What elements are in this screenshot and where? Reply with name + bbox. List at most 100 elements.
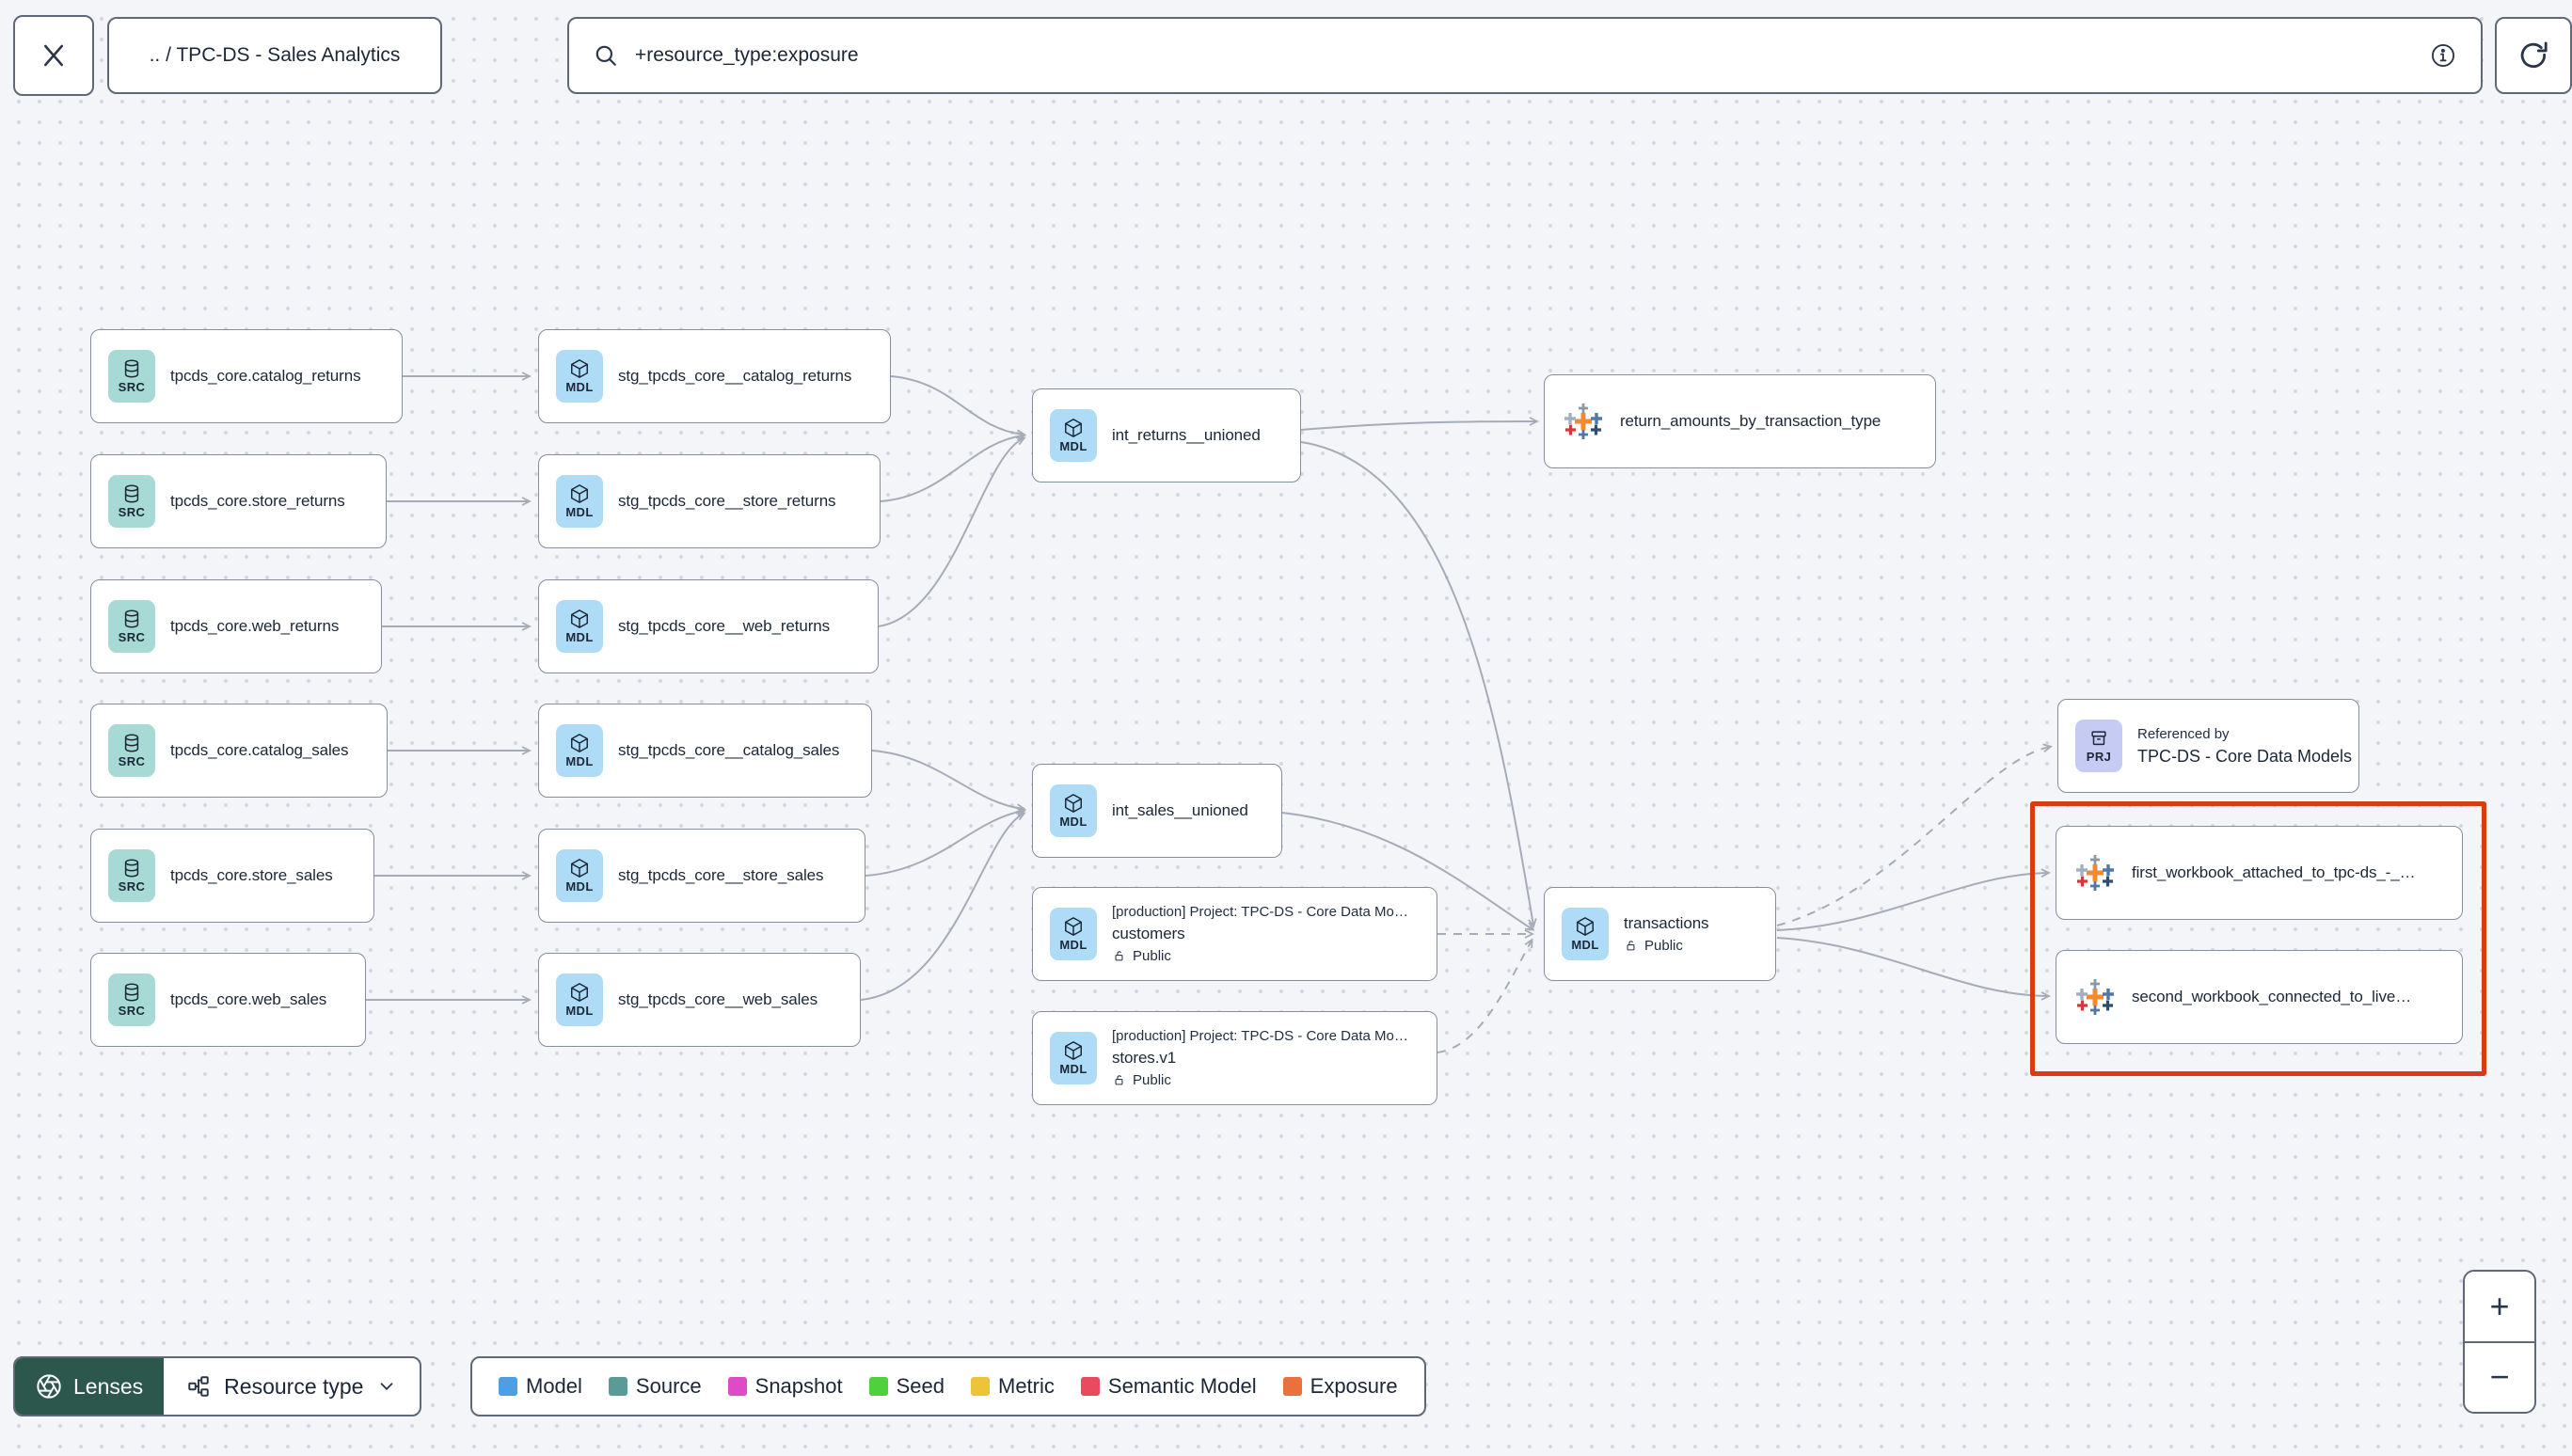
source-badge: SRC — [108, 350, 155, 403]
lock-open-icon — [1115, 951, 1123, 961]
cube-icon — [571, 609, 588, 629]
project-badge: PRJ — [2075, 720, 2122, 772]
cube-icon — [1065, 916, 1082, 937]
close-button[interactable] — [13, 15, 94, 96]
lens-controls: Lenses Resource type — [13, 1356, 422, 1416]
referenced-by-label: Referenced by — [2137, 725, 2230, 742]
database-icon — [124, 484, 139, 503]
node-exposure-second-workbook[interactable]: second_workbook_connected_to_live… — [2056, 950, 2463, 1044]
archive-icon — [2091, 731, 2106, 746]
chevron-down-icon — [381, 1383, 393, 1391]
node-model-stg-catalog-returns[interactable]: MDL stg_tpcds_core__catalog_returns — [538, 329, 891, 423]
model-badge: MDL — [556, 350, 603, 403]
lenses-button[interactable]: Lenses — [15, 1358, 165, 1415]
legend-item-source: Source — [608, 1374, 702, 1399]
model-badge: MDL — [556, 600, 603, 653]
resource-type-legend: Model Source Snapshot Seed Metric Semant… — [470, 1356, 1426, 1416]
legend-item-seed: Seed — [868, 1374, 945, 1399]
access-badge: Public — [1112, 1072, 1408, 1088]
search-bar[interactable] — [567, 17, 2483, 94]
node-source-store-returns[interactable]: SRC tpcds_core.store_returns — [90, 454, 387, 548]
zoom-out-button[interactable]: − — [2489, 1357, 2510, 1397]
access-badge: Public — [1112, 948, 1408, 964]
node-source-store-sales[interactable]: SRC tpcds_core.store_sales — [90, 829, 374, 923]
refresh-button[interactable] — [2495, 17, 2572, 94]
node-model-int-returns-unioned[interactable]: MDL int_returns__unioned — [1032, 388, 1301, 483]
database-icon — [124, 609, 139, 628]
cube-icon — [1577, 916, 1594, 937]
node-model-transactions[interactable]: MDL transactions Public — [1544, 887, 1776, 981]
legend-item-semantic-model: Semantic Model — [1080, 1374, 1257, 1399]
model-badge: MDL — [556, 973, 603, 1026]
zoom-in-button[interactable]: + — [2465, 1272, 2534, 1343]
node-exposure-return-amounts[interactable]: return_amounts_by_transaction_type — [1544, 374, 1936, 468]
close-icon — [44, 44, 63, 67]
source-badge: SRC — [108, 849, 155, 902]
search-icon — [595, 45, 616, 66]
node-model-stg-web-sales[interactable]: MDL stg_tpcds_core__web_sales — [538, 953, 861, 1047]
legend-item-snapshot: Snapshot — [727, 1374, 843, 1399]
exposure-swatch — [1282, 1377, 1302, 1396]
model-badge: MDL — [1050, 409, 1097, 462]
source-badge: SRC — [108, 475, 155, 528]
node-model-stg-store-sales[interactable]: MDL stg_tpcds_core__store_sales — [538, 829, 865, 923]
cube-icon — [571, 358, 588, 379]
model-badge: MDL — [1562, 908, 1609, 960]
model-badge: MDL — [556, 849, 603, 902]
tableau-icon — [2076, 855, 2114, 891]
source-swatch — [608, 1377, 627, 1396]
semantic-model-swatch — [1080, 1377, 1100, 1396]
node-model-stg-catalog-sales[interactable]: MDL stg_tpcds_core__catalog_sales — [538, 704, 872, 798]
cube-icon — [571, 858, 588, 878]
access-badge: Public — [1624, 938, 1708, 954]
model-badge: MDL — [556, 475, 603, 528]
lock-open-icon — [1627, 941, 1635, 951]
seed-swatch — [868, 1377, 888, 1396]
model-badge: MDL — [1050, 784, 1097, 837]
cube-icon — [1065, 418, 1082, 438]
snapshot-swatch — [727, 1377, 747, 1396]
node-model-stores-v1[interactable]: MDL [production] Project: TPC-DS - Core … — [1032, 1011, 1437, 1105]
tableau-icon — [2076, 979, 2114, 1015]
refresh-icon — [2520, 41, 2548, 69]
legend-item-model: Model — [499, 1374, 582, 1399]
info-icon[interactable] — [2430, 42, 2456, 69]
node-source-web-returns[interactable]: SRC tpcds_core.web_returns — [90, 579, 382, 673]
search-input[interactable] — [635, 44, 2413, 67]
node-model-stg-web-returns[interactable]: MDL stg_tpcds_core__web_returns — [538, 579, 879, 673]
metric-swatch — [971, 1377, 990, 1396]
breadcrumb[interactable]: .. / TPC-DS - Sales Analytics — [107, 17, 442, 94]
aperture-icon — [37, 1374, 61, 1399]
resource-type-dropdown[interactable]: Resource type — [164, 1358, 420, 1415]
model-swatch — [499, 1377, 517, 1396]
legend-item-metric: Metric — [971, 1374, 1055, 1399]
cube-icon — [571, 483, 588, 504]
database-icon — [124, 734, 139, 752]
breadcrumb-label: .. / TPC-DS - Sales Analytics — [149, 44, 401, 66]
sitemap-icon — [188, 1376, 209, 1397]
model-badge: MDL — [1050, 908, 1097, 960]
node-exposure-first-workbook[interactable]: first_workbook_attached_to_tpc-ds_-_… — [2056, 826, 2463, 920]
legend-item-exposure: Exposure — [1282, 1374, 1398, 1399]
database-icon — [124, 359, 139, 378]
node-model-int-sales-unioned[interactable]: MDL int_sales__unioned — [1032, 764, 1282, 858]
database-icon — [124, 983, 139, 1002]
node-model-stg-store-returns[interactable]: MDL stg_tpcds_core__store_returns — [538, 454, 881, 548]
node-project-label: [production] Project: TPC-DS - Core Data… — [1112, 1028, 1408, 1044]
cube-icon — [571, 982, 588, 1003]
model-badge: MDL — [1050, 1032, 1097, 1084]
node-project-label: [production] Project: TPC-DS - Core Data… — [1112, 904, 1408, 920]
node-source-catalog-returns[interactable]: SRC tpcds_core.catalog_returns — [90, 329, 403, 423]
node-project-referenced-by[interactable]: PRJ Referenced by TPC-DS - Core Data Mod… — [2057, 699, 2359, 793]
node-model-customers[interactable]: MDL [production] Project: TPC-DS - Core … — [1032, 887, 1437, 981]
database-icon — [124, 859, 139, 878]
source-badge: SRC — [108, 600, 155, 653]
model-badge: MDL — [556, 724, 603, 777]
cube-icon — [571, 733, 588, 753]
cube-icon — [1065, 793, 1082, 814]
node-source-web-sales[interactable]: SRC tpcds_core.web_sales — [90, 953, 366, 1047]
zoom-controls: + − — [2463, 1270, 2536, 1414]
source-badge: SRC — [108, 973, 155, 1026]
node-source-catalog-sales[interactable]: SRC tpcds_core.catalog_sales — [90, 704, 388, 798]
